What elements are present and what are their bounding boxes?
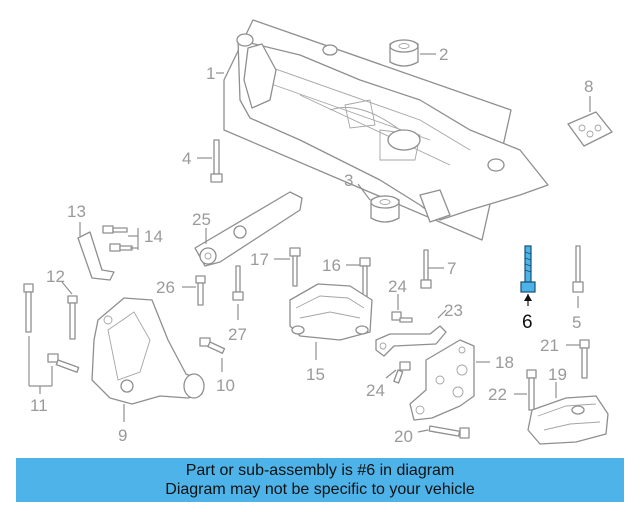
callout-11: 11: [30, 396, 48, 415]
bolt-part-5[interactable]: [572, 245, 584, 293]
callout-7: 7: [447, 259, 456, 278]
bushing-part-2[interactable]: [389, 39, 419, 67]
callout-14: 14: [144, 227, 163, 246]
callout-9: 9: [118, 426, 127, 445]
callout-3: 3: [344, 171, 353, 190]
caption-line-1: Part or sub-assembly is #6 in diagram: [185, 462, 455, 479]
callout-8: 8: [584, 77, 593, 96]
callout-4: 4: [182, 149, 191, 168]
callout-17: 17: [250, 250, 269, 269]
bolt-part-24-upper[interactable]: [391, 311, 413, 323]
torque-arm-part-25[interactable]: [194, 191, 303, 267]
bolt-part-21[interactable]: [579, 339, 590, 379]
bracket-part-13[interactable]: [77, 231, 115, 281]
callout-24-lower: 24: [366, 381, 385, 400]
engine-mount-part-15[interactable]: [289, 283, 373, 341]
bolt-part-12[interactable]: [67, 295, 78, 340]
callout-6: 6: [522, 312, 533, 333]
callout-27: 27: [228, 325, 247, 344]
bolt-part-22[interactable]: [526, 369, 537, 411]
subframe-assembly[interactable]: [223, 19, 549, 241]
callout-10: 10: [216, 376, 235, 395]
callout-18: 18: [495, 353, 514, 372]
bushing-part-3[interactable]: [370, 195, 400, 223]
caption-banner: Part or sub-assembly is #6 in diagram Di…: [16, 458, 624, 502]
bracket-part-18[interactable]: [409, 339, 475, 421]
callout-25: 25: [192, 210, 211, 229]
bolt-part-20[interactable]: [428, 425, 470, 439]
callout-21: 21: [540, 336, 559, 355]
callout-23: 23: [444, 301, 463, 320]
callout-26: 26: [156, 278, 175, 297]
callout-20: 20: [394, 427, 413, 446]
bolt-part-14[interactable]: [102, 225, 133, 252]
bolt-part-4[interactable]: [210, 139, 223, 183]
bolt-part-10[interactable]: [199, 337, 226, 354]
callout-2: 2: [439, 45, 448, 64]
bolt-part-6-highlighted[interactable]: [520, 245, 536, 293]
bolt-part-26[interactable]: [195, 275, 206, 306]
callout-22: 22: [488, 385, 507, 404]
callout-1: 1: [206, 64, 215, 83]
link-part-23[interactable]: [375, 325, 447, 357]
bolt-part-16[interactable]: [359, 257, 371, 297]
mount-part-19[interactable]: [527, 395, 609, 445]
callout-16: 16: [322, 256, 341, 275]
bracket-part-8[interactable]: [567, 111, 613, 147]
callout-12: 12: [46, 267, 65, 286]
callout-5: 5: [572, 313, 581, 332]
bolt-part-7[interactable]: [420, 249, 432, 289]
bolts-part-11[interactable]: [23, 283, 80, 373]
bolt-part-24-lower[interactable]: [393, 361, 411, 384]
callout-24-upper: 24: [388, 277, 407, 296]
callout-15: 15: [306, 365, 325, 384]
mount-part-9[interactable]: [91, 297, 205, 405]
bolt-part-17[interactable]: [289, 247, 301, 287]
callout-19: 19: [548, 365, 567, 384]
bolt-part-27[interactable]: [232, 265, 244, 301]
caption-line-2: Diagram may not be specific to your vehi…: [165, 481, 475, 498]
callout-13: 13: [67, 202, 86, 221]
